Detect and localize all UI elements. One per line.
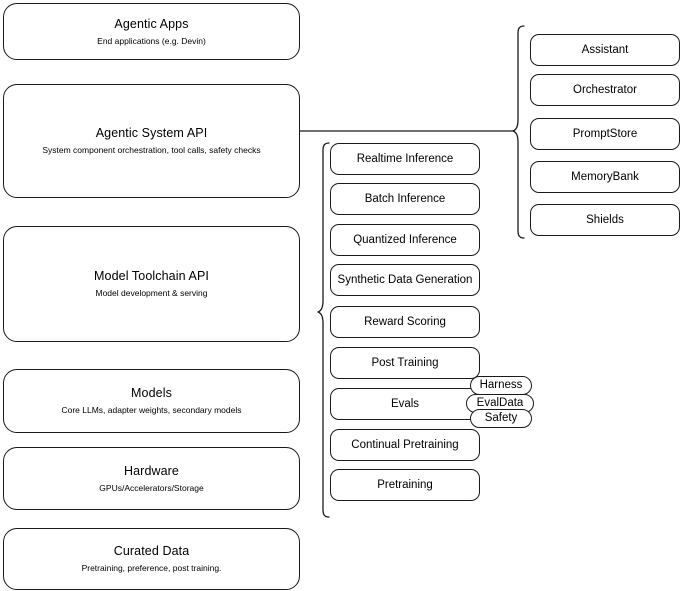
layer-subtitle: System component orchestration, tool cal… — [42, 145, 261, 155]
component-label: Reward Scoring — [364, 316, 446, 328]
component-label: Orchestrator — [573, 84, 637, 96]
component-label: Shields — [586, 214, 624, 226]
component-label: PromptStore — [572, 128, 638, 140]
layer-hardware[interactable]: Hardware GPUs/Accelerators/Storage — [3, 447, 300, 510]
pill-safety[interactable]: Safety — [470, 409, 532, 428]
component-label: Batch Inference — [364, 193, 446, 205]
layer-subtitle: Pretraining, preference, post training. — [81, 563, 222, 573]
brace-toolchain-components — [317, 142, 330, 518]
component-label: Assistant — [581, 44, 629, 56]
pill-harness[interactable]: Harness — [470, 376, 532, 395]
component-reward-scoring[interactable]: Reward Scoring — [330, 306, 480, 338]
layer-title: Hardware — [124, 463, 179, 478]
component-batch-inference[interactable]: Batch Inference — [330, 183, 480, 215]
component-quantized-inference[interactable]: Quantized Inference — [330, 224, 480, 256]
layer-subtitle: Core LLMs, adapter weights, secondary mo… — [61, 405, 242, 415]
component-memorybank[interactable]: MemoryBank — [530, 161, 680, 193]
pill-label: Harness — [479, 379, 523, 391]
brace-system-components — [512, 25, 525, 239]
component-label: Continual Pretraining — [351, 439, 459, 451]
layer-title: Models — [131, 386, 172, 400]
component-label: Realtime Inference — [356, 153, 454, 165]
component-label: Evals — [390, 398, 420, 410]
component-assistant[interactable]: Assistant — [530, 34, 680, 66]
pill-label: Safety — [484, 412, 518, 424]
component-promptstore[interactable]: PromptStore — [530, 118, 680, 150]
layer-subtitle: GPUs/Accelerators/Storage — [99, 482, 204, 493]
layer-title: Model Toolchain API — [94, 269, 209, 283]
pill-label: EvalData — [476, 397, 524, 409]
layer-title: Agentic Apps — [114, 16, 189, 31]
layer-agentic-apps[interactable]: Agentic Apps End applications (e.g. Devi… — [3, 3, 300, 60]
layer-subtitle: Model development & serving — [95, 288, 208, 298]
component-continual-pretraining[interactable]: Continual Pretraining — [330, 429, 480, 461]
component-label: Post Training — [371, 357, 439, 369]
component-pretraining[interactable]: Pretraining — [330, 469, 480, 501]
component-label: MemoryBank — [571, 171, 639, 183]
layer-agentic-system-api[interactable]: Agentic System API System component orch… — [3, 84, 300, 198]
component-label: Synthetic Data Generation — [337, 274, 473, 286]
layer-curated-data[interactable]: Curated Data Pretraining, preference, po… — [3, 528, 300, 590]
component-label: Pretraining — [377, 479, 433, 491]
component-synthetic-data-generation[interactable]: Synthetic Data Generation — [330, 264, 480, 296]
component-evals[interactable]: Evals — [330, 388, 480, 420]
component-orchestrator[interactable]: Orchestrator — [530, 74, 680, 106]
layer-model-toolchain-api[interactable]: Model Toolchain API Model development & … — [3, 226, 300, 342]
layer-title: Agentic System API — [95, 126, 208, 140]
component-shields[interactable]: Shields — [530, 204, 680, 236]
layer-subtitle: End applications (e.g. Devin) — [97, 35, 206, 46]
layer-title: Curated Data — [113, 544, 190, 558]
component-label: Quantized Inference — [353, 234, 457, 246]
layer-models[interactable]: Models Core LLMs, adapter weights, secon… — [3, 369, 300, 433]
component-post-training[interactable]: Post Training — [330, 347, 480, 379]
component-realtime-inference[interactable]: Realtime Inference — [330, 143, 480, 175]
